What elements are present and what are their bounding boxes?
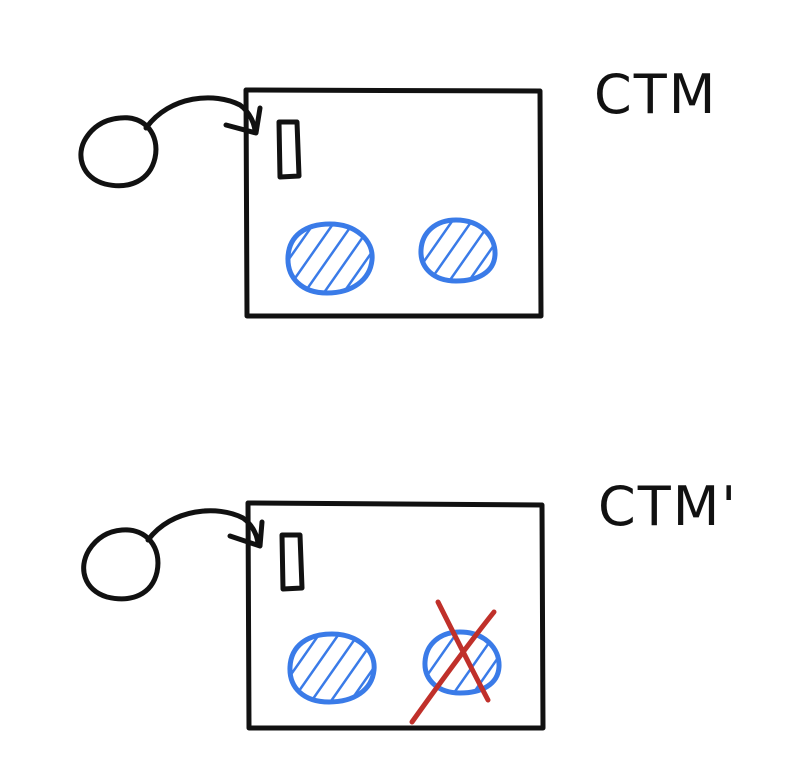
ctm-prime-box xyxy=(245,500,546,731)
hatched-blob-right xyxy=(422,629,502,696)
head-slot xyxy=(276,119,302,180)
hatched-blob-right xyxy=(418,217,498,284)
panel-ctm-prime: CTM' xyxy=(81,475,738,731)
agent-circle xyxy=(81,527,161,602)
cross-out-mark xyxy=(435,599,491,703)
panel-label: CTM xyxy=(594,63,717,126)
pointer-arrow xyxy=(143,95,258,135)
head-slot xyxy=(279,532,305,592)
pointer-arrow xyxy=(145,508,261,548)
arrow-head-icon xyxy=(223,105,263,136)
agent-circle xyxy=(78,115,159,189)
panel-ctm: CTM xyxy=(78,63,717,319)
arrow-head-icon xyxy=(227,519,265,549)
ctm-box xyxy=(243,87,544,319)
hatched-blob-left xyxy=(285,221,375,296)
panel-label: CTM' xyxy=(598,475,738,538)
hatched-blob-left xyxy=(287,631,377,705)
cross-out-mark xyxy=(409,609,497,725)
